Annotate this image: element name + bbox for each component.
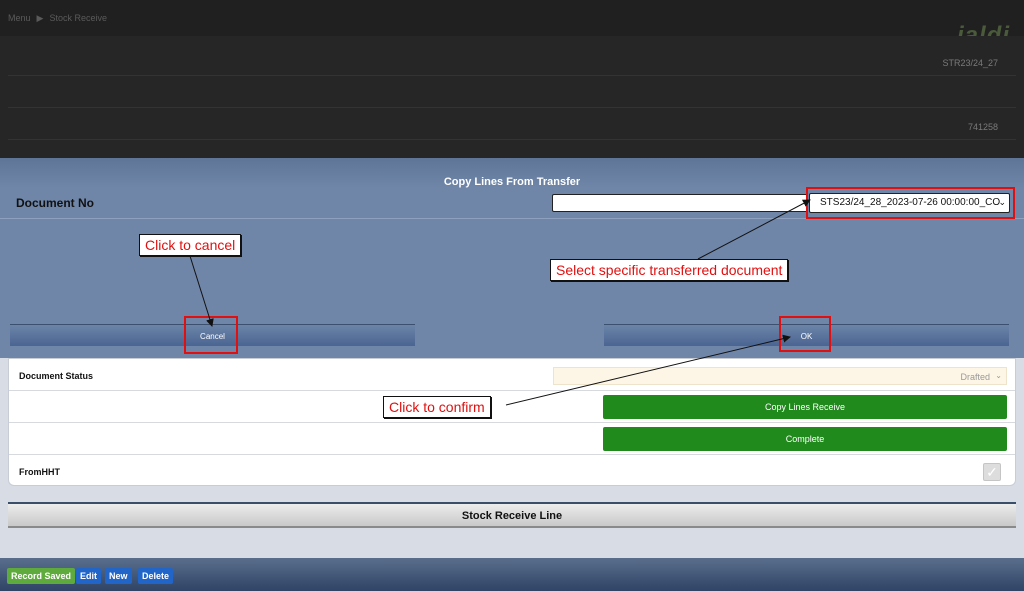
chevron-down-icon: ⌄ — [995, 371, 1002, 380]
background-row-value: STR23/24_27 — [942, 58, 998, 68]
form-card: Document Status Drafted ⌄ Copy Lines Rec… — [8, 358, 1016, 486]
document-status-value: Drafted — [960, 372, 990, 382]
footer-toolbar: Record Saved Edit New Delete — [0, 558, 1024, 591]
fromhht-row: FromHHT ✓ — [9, 455, 1015, 487]
select-annotation: Select specific transferred document — [550, 259, 789, 281]
breadcrumb-stock-receive[interactable]: Stock Receive — [49, 13, 107, 23]
document-no-input[interactable] — [552, 194, 808, 212]
breadcrumb: Menu ▶ Stock Receive — [0, 0, 1024, 36]
delete-button[interactable]: Delete — [138, 568, 174, 584]
stock-receive-form: Document Status Drafted ⌄ Copy Lines Rec… — [0, 358, 1024, 558]
fromhht-label: FromHHT — [19, 467, 60, 477]
document-select-value: STS23/24_28_2023-07-26 00:00:00_CO — [820, 197, 1001, 208]
document-status-row: Document Status Drafted ⌄ — [9, 359, 1015, 391]
cancel-highlight-box — [184, 316, 238, 354]
dialog-title: Copy Lines From Transfer — [0, 158, 1024, 188]
background-row: 741258 — [8, 108, 1016, 140]
background-row — [8, 76, 1016, 108]
checkmark-icon: ✓ — [986, 464, 998, 480]
cancel-annotation: Click to cancel — [139, 234, 242, 256]
new-button[interactable]: New — [105, 568, 132, 584]
document-select-highlight-box — [806, 187, 1015, 219]
breadcrumb-menu[interactable]: Menu — [8, 13, 31, 23]
copy-lines-receive-button[interactable]: Copy Lines Receive — [603, 395, 1007, 419]
complete-row: Complete — [9, 423, 1015, 455]
background-row-value: 741258 — [967, 122, 998, 132]
background-row: STR23/24_27 — [8, 44, 1016, 76]
stock-receive-line-header[interactable]: Stock Receive Line — [8, 502, 1016, 528]
fromhht-checkbox[interactable]: ✓ — [983, 463, 1001, 481]
document-status-select[interactable]: Drafted ⌄ — [553, 367, 1007, 385]
chevron-down-icon: ⌄ — [998, 197, 1006, 207]
breadcrumb-separator-icon: ▶ — [36, 12, 44, 23]
ok-highlight-box — [779, 316, 831, 352]
dialog-divider — [0, 218, 1024, 219]
document-no-label: Document No — [16, 196, 94, 210]
background-form: STR23/24_27 741258 — [0, 36, 1024, 158]
record-saved-status: Record Saved — [7, 568, 76, 584]
copy-lines-row: Copy Lines Receive — [9, 391, 1015, 423]
edit-button[interactable]: Edit — [76, 568, 101, 584]
confirm-annotation: Click to confirm — [383, 396, 491, 418]
complete-button[interactable]: Complete — [603, 427, 1007, 451]
document-status-label: Document Status — [19, 371, 94, 381]
